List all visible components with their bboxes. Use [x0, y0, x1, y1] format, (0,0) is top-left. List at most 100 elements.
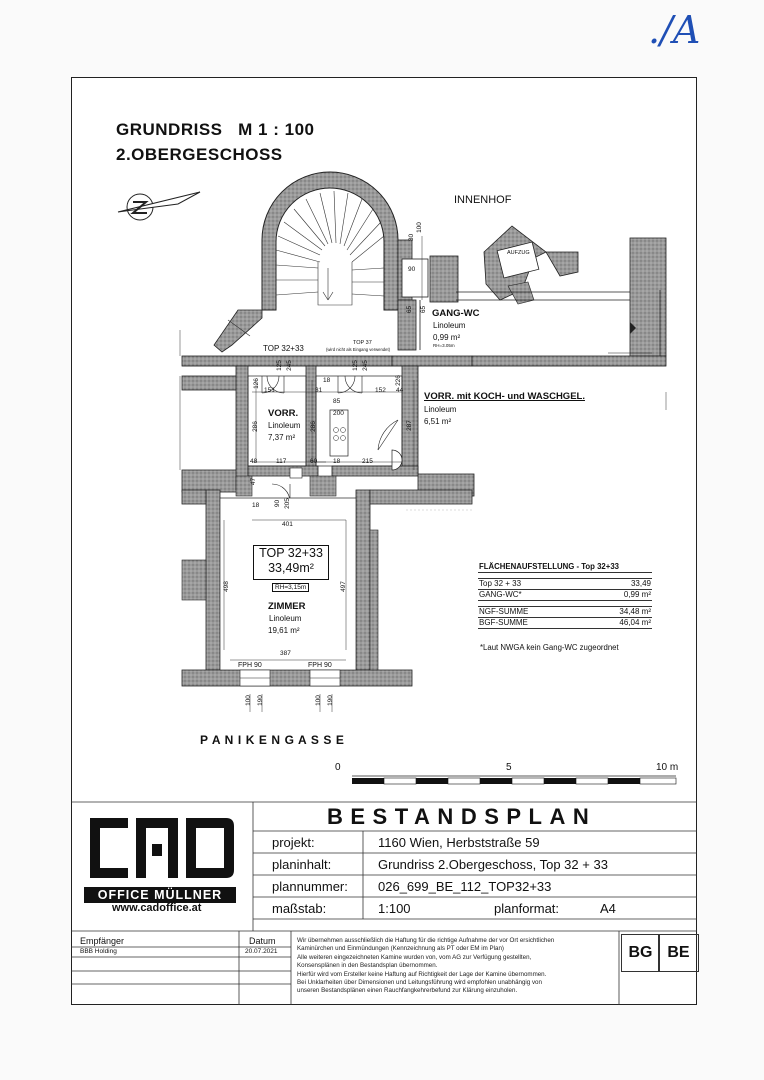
area-table: FLÄCHENAUFSTELLUNG - Top 32+33 Top 32 + …: [478, 562, 652, 629]
massstab-value: 1:100: [378, 901, 411, 916]
dim: 90: [408, 266, 416, 273]
dim: 287: [405, 420, 413, 431]
dim: 152: [375, 387, 386, 394]
dim: 125: [275, 360, 283, 371]
dim: 245: [361, 360, 369, 371]
area-row: GANG-WC*0,99 m²: [478, 590, 652, 601]
datum-value: 20.07.2021: [245, 948, 278, 955]
logo-caption: OFFICE MÜLLNER: [84, 887, 236, 903]
dim: 100: [415, 222, 423, 233]
dim: 245: [285, 360, 293, 371]
scale-label-10: 10 m: [656, 762, 679, 773]
dim: 100: [244, 695, 252, 706]
dim: 90: [274, 499, 282, 508]
north-arrow-icon: [117, 191, 201, 221]
kitchen-counter: [329, 409, 349, 457]
area-note: *Laut NWGA kein Gang-WC zugeordnet: [480, 643, 619, 652]
zimmer-floor: Linoleum: [269, 614, 302, 623]
washbasin: [391, 449, 403, 471]
unit-area: 33,49m²: [268, 561, 314, 575]
dim: 190: [256, 695, 264, 706]
website: www.cadoffice.at: [112, 902, 202, 914]
wc-wall-right: [429, 255, 459, 303]
dim: FPH 90: [308, 662, 332, 669]
vorr-bottom-wall: [247, 465, 319, 477]
dim: 498: [222, 581, 230, 592]
zimmer-area: 19,61 m²: [268, 626, 300, 635]
empfaenger-label: Empfänger: [80, 936, 125, 946]
dim: 226: [394, 375, 402, 386]
dim: 126: [252, 378, 260, 389]
scale-label-0: 0: [335, 762, 341, 773]
plannummer-value: 026_699_BE_112_TOP32+33: [378, 879, 552, 894]
zimmer-name: ZIMMER: [268, 601, 306, 612]
dim: 18: [252, 502, 260, 509]
planinhalt-value: Grundriss 2.Obergeschoss, Top 32 + 33: [378, 857, 608, 872]
dim: 286: [251, 421, 259, 432]
street-label: P A N I K E N G A S S E: [200, 733, 345, 747]
dim: 497: [339, 581, 347, 592]
plan-title: GRUNDRISS M 1 : 100: [116, 120, 315, 139]
gang-wc-name: GANG-WC: [432, 308, 480, 319]
dim: 30: [408, 233, 416, 242]
bg-code: BG: [621, 934, 660, 972]
top37-note: (wird nicht als Eingang verwendet): [326, 347, 391, 352]
dim: 100: [314, 695, 322, 706]
dim: 85: [333, 398, 341, 405]
zimmer-west-wall: [205, 489, 221, 671]
stair-treads: [275, 190, 385, 306]
dim: 387: [280, 650, 291, 657]
vorr-right-floor: Linoleum: [424, 405, 457, 414]
planinhalt-key: planinhalt:: [272, 857, 332, 872]
dim: 401: [282, 521, 293, 528]
vorr-left-wall: [235, 365, 249, 491]
projekt-value: 1160 Wien, Herbststraße 59: [378, 835, 540, 850]
dim: 60: [310, 458, 318, 465]
chimney-pt: [289, 467, 303, 479]
elevator-shaft: [483, 225, 579, 305]
vorr-right-name: VORR. mit KOCH- und WASCHGEL.: [424, 391, 585, 402]
dim: 151: [264, 387, 275, 394]
cad-logo-icon: [90, 818, 234, 878]
dim: 48: [250, 458, 258, 465]
wc-fixture: [401, 258, 429, 298]
area-table-header: FLÄCHENAUFSTELLUNG - Top 32+33: [478, 562, 652, 573]
liability-disclaimer: Wir übernehmen ausschließlich die Haftun…: [297, 937, 555, 995]
dim: 200: [333, 410, 344, 417]
planformat-value: A4: [600, 901, 616, 916]
vorr-left-name: VORR.: [268, 408, 299, 419]
be-code: BE: [658, 934, 699, 972]
zimmer-east-wall: [355, 489, 371, 671]
unit-area-box: TOP 32+33 33,49m²: [253, 545, 329, 580]
company-logo: OFFICE MÜLLNER: [84, 812, 240, 903]
innenhof-label: INNENHOF: [454, 194, 512, 206]
unit-id: TOP 32+33: [259, 546, 323, 560]
planformat-key: planformat:: [494, 901, 560, 916]
gang-wc-floor: Linoleum: [433, 321, 466, 330]
corridor-top-label: TOP 32+33: [263, 344, 304, 353]
top37-label: TOP 37: [353, 340, 372, 346]
corridor-wall: [213, 309, 263, 353]
aufzug-label: AUFZUG: [507, 250, 530, 256]
dim: 44: [396, 387, 404, 394]
dim: 65: [420, 305, 428, 314]
handwritten-mark: ./A: [648, 8, 701, 52]
zimmer-south-wall: [181, 669, 413, 687]
dim: 215: [362, 458, 373, 465]
dim: FPH 90: [238, 662, 262, 669]
wc-rh-label: RH=3.05m: [433, 343, 455, 348]
vorr-right-area: 6,51 m²: [424, 417, 452, 426]
windows: [239, 669, 341, 687]
plan-type-heading: BESTANDSPLAN: [327, 804, 597, 829]
floor-title: 2.OBERGESCHOSS: [116, 145, 283, 164]
dim: 18: [333, 458, 341, 465]
dim: 205: [283, 498, 291, 509]
dim: 65: [406, 305, 414, 314]
datum-label: Datum: [249, 936, 276, 946]
dim: 18: [323, 377, 331, 384]
dim: 47: [250, 477, 258, 486]
dim: 190: [326, 695, 334, 706]
gang-wc-area: 0,99 m²: [433, 333, 461, 342]
